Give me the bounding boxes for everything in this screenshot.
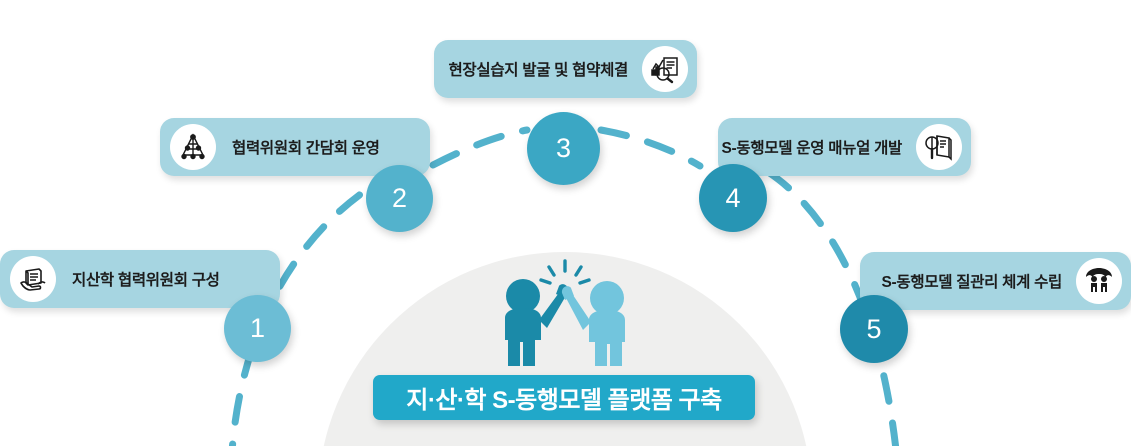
step-number-1[interactable]: 1 [224, 295, 291, 362]
step-pill-5[interactable]: S-동행모델 질관리 체계 수립 [860, 252, 1131, 310]
step-number-2[interactable]: 2 [366, 165, 433, 232]
step-number-3[interactable]: 3 [527, 112, 600, 185]
step-number-4-value: 4 [725, 182, 741, 213]
main-title-text: 지·산·학 S-동행모델 플랫폼 구축 [406, 387, 722, 414]
step-pill-2[interactable]: 협력위원회 간담회 운영 [160, 118, 430, 176]
magnifier-chart-document-icon [642, 46, 688, 92]
step-label-4: S-동행모델 운영 매뉴얼 개발 [721, 140, 903, 157]
step-pill-4[interactable]: S-동행모델 운영 매뉴얼 개발 [718, 118, 971, 176]
step-label-1: 지산학 협력위원회 구성 [72, 272, 220, 289]
step-label-2: 협력위원회 간담회 운영 [232, 140, 380, 157]
step-number-3-value: 3 [555, 133, 572, 163]
network-people-icon [170, 124, 216, 170]
step-pill-3[interactable]: 현장실습지 발굴 및 협약체결 [434, 40, 697, 98]
two-people-umbrella-icon [1076, 258, 1122, 304]
step-number-4[interactable]: 4 [699, 164, 767, 232]
step-number-1-value: 1 [249, 313, 266, 343]
step-number-2-value: 2 [391, 183, 408, 213]
document-in-hands-icon [10, 256, 56, 302]
step-number-5[interactable]: 5 [840, 295, 908, 363]
step-label-3: 현장실습지 발굴 및 협약체결 [448, 62, 628, 79]
main-title-banner: 지·산·학 S-동행모델 플랫폼 구축 [373, 375, 755, 420]
step-number-5-value: 5 [866, 313, 882, 344]
step-pill-1[interactable]: 지산학 협력위원회 구성 [0, 250, 280, 308]
magnifier-manual-icon [916, 124, 962, 170]
two-people-high-five-illustration [483, 258, 648, 368]
step-label-5: S-동행모델 질관리 체계 수립 [881, 274, 1063, 291]
